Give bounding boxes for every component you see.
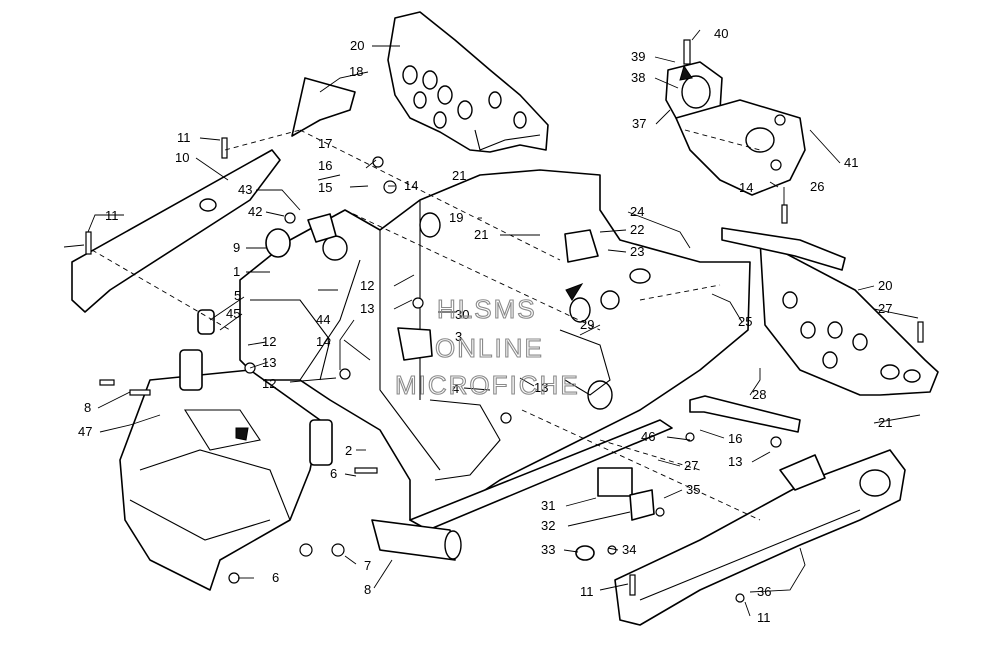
callout-6: 6 (272, 570, 279, 585)
shock-mount-left (179, 349, 203, 391)
watermark: HLSMS ONLINE MICROFICHE (394, 293, 580, 400)
deflector-panel (291, 77, 356, 137)
callout-35: 35 (686, 482, 700, 497)
callout-23: 23 (630, 244, 644, 259)
callout-13: 13 (728, 454, 742, 469)
callout-33: 33 (541, 542, 555, 557)
callout-4: 4 (452, 381, 459, 396)
spacer-5 (197, 309, 215, 335)
callout-43: 43 (238, 182, 252, 197)
leader-lines (63, 29, 921, 617)
callout-36: 36 (757, 584, 771, 599)
callout-2: 2 (345, 443, 352, 458)
callout-45: 45 (226, 306, 240, 321)
callout-18: 18 (349, 64, 363, 79)
callouts: 1 2 3 4 5 6 6 7 8 8 9 10 11 11 11 11 12 … (78, 26, 892, 625)
callout-22: 22 (630, 222, 644, 237)
callout-24: 24 (630, 204, 644, 219)
callout-40: 40 (714, 26, 728, 41)
callout-6: 6 (330, 466, 337, 481)
callout-21: 21 (878, 415, 892, 430)
control-arm-28 (689, 395, 801, 433)
callout-12: 12 (360, 278, 374, 293)
steering-bracket (665, 39, 806, 196)
callout-13: 13 (534, 380, 548, 395)
callout-34: 34 (622, 542, 636, 557)
callout-13: 13 (262, 355, 276, 370)
callout-10: 10 (175, 150, 189, 165)
callout-39: 39 (631, 49, 645, 64)
front-shield-plate (387, 11, 549, 153)
hardware (85, 114, 924, 603)
front-tube (371, 519, 456, 561)
callout-11: 11 (105, 208, 119, 223)
callout-8: 8 (84, 400, 91, 415)
callout-42: 42 (248, 204, 262, 219)
callout-38: 38 (631, 70, 645, 85)
callout-41: 41 (844, 155, 858, 170)
callout-20: 20 (878, 278, 892, 293)
callout-9: 9 (233, 240, 240, 255)
callout-17: 17 (318, 136, 332, 151)
callout-21: 21 (452, 168, 466, 183)
front-tie-bar (71, 149, 281, 313)
callout-26: 26 (810, 179, 824, 194)
callout-8: 8 (364, 582, 371, 597)
side-shield-plate (721, 227, 939, 396)
watermark-line-2: ONLINE (435, 333, 544, 363)
callout-16: 16 (728, 431, 742, 446)
callout-11: 11 (177, 130, 191, 145)
block-14 (397, 327, 433, 361)
callout-32: 32 (541, 518, 555, 533)
bar-hole (199, 198, 217, 212)
callout-12: 12 (262, 376, 276, 391)
callout-20: 20 (350, 38, 364, 53)
bearing-9 (265, 228, 291, 258)
callout-28: 28 (752, 387, 766, 402)
callout-46: 46 (641, 429, 655, 444)
callout-12: 12 (262, 334, 276, 349)
bracket-43 (307, 213, 337, 243)
front-nose (119, 369, 321, 591)
bumper-33 (575, 545, 595, 561)
callout-21: 21 (474, 227, 488, 242)
callout-13: 13 (360, 301, 374, 316)
callout-14: 14 (739, 180, 753, 195)
callout-11: 11 (580, 584, 594, 599)
watermark-line-1: HLSMS (437, 294, 537, 324)
callout-3: 3 (455, 329, 462, 344)
tube-end (444, 530, 462, 560)
callout-27: 27 (684, 458, 698, 473)
callout-14: 14 (404, 178, 418, 193)
watermark-line-3: MICROFICHE (395, 370, 580, 400)
callout-5: 5 (234, 288, 241, 303)
parts-artwork (71, 11, 939, 626)
plate-31 (597, 467, 633, 497)
callout-37: 37 (632, 116, 646, 131)
callout-27: 27 (878, 301, 892, 316)
callout-19: 19 (449, 210, 463, 225)
plate-22 (564, 229, 599, 263)
callout-14: 14 (316, 334, 330, 349)
callout-11: 11 (757, 610, 771, 625)
callout-47: 47 (78, 424, 92, 439)
callout-1: 1 (233, 264, 240, 279)
callout-7: 7 (364, 558, 371, 573)
callout-30: 30 (455, 307, 469, 322)
shock-mount-right (309, 419, 333, 466)
callout-16: 16 (318, 158, 332, 173)
callout-25: 25 (738, 314, 752, 329)
callout-15: 15 (318, 180, 332, 195)
callout-31: 31 (541, 498, 555, 513)
assembly-lines (91, 129, 761, 521)
callout-29: 29 (580, 317, 594, 332)
side-rail (614, 449, 906, 626)
callout-44: 44 (316, 312, 330, 327)
bracket-32 (629, 489, 655, 521)
